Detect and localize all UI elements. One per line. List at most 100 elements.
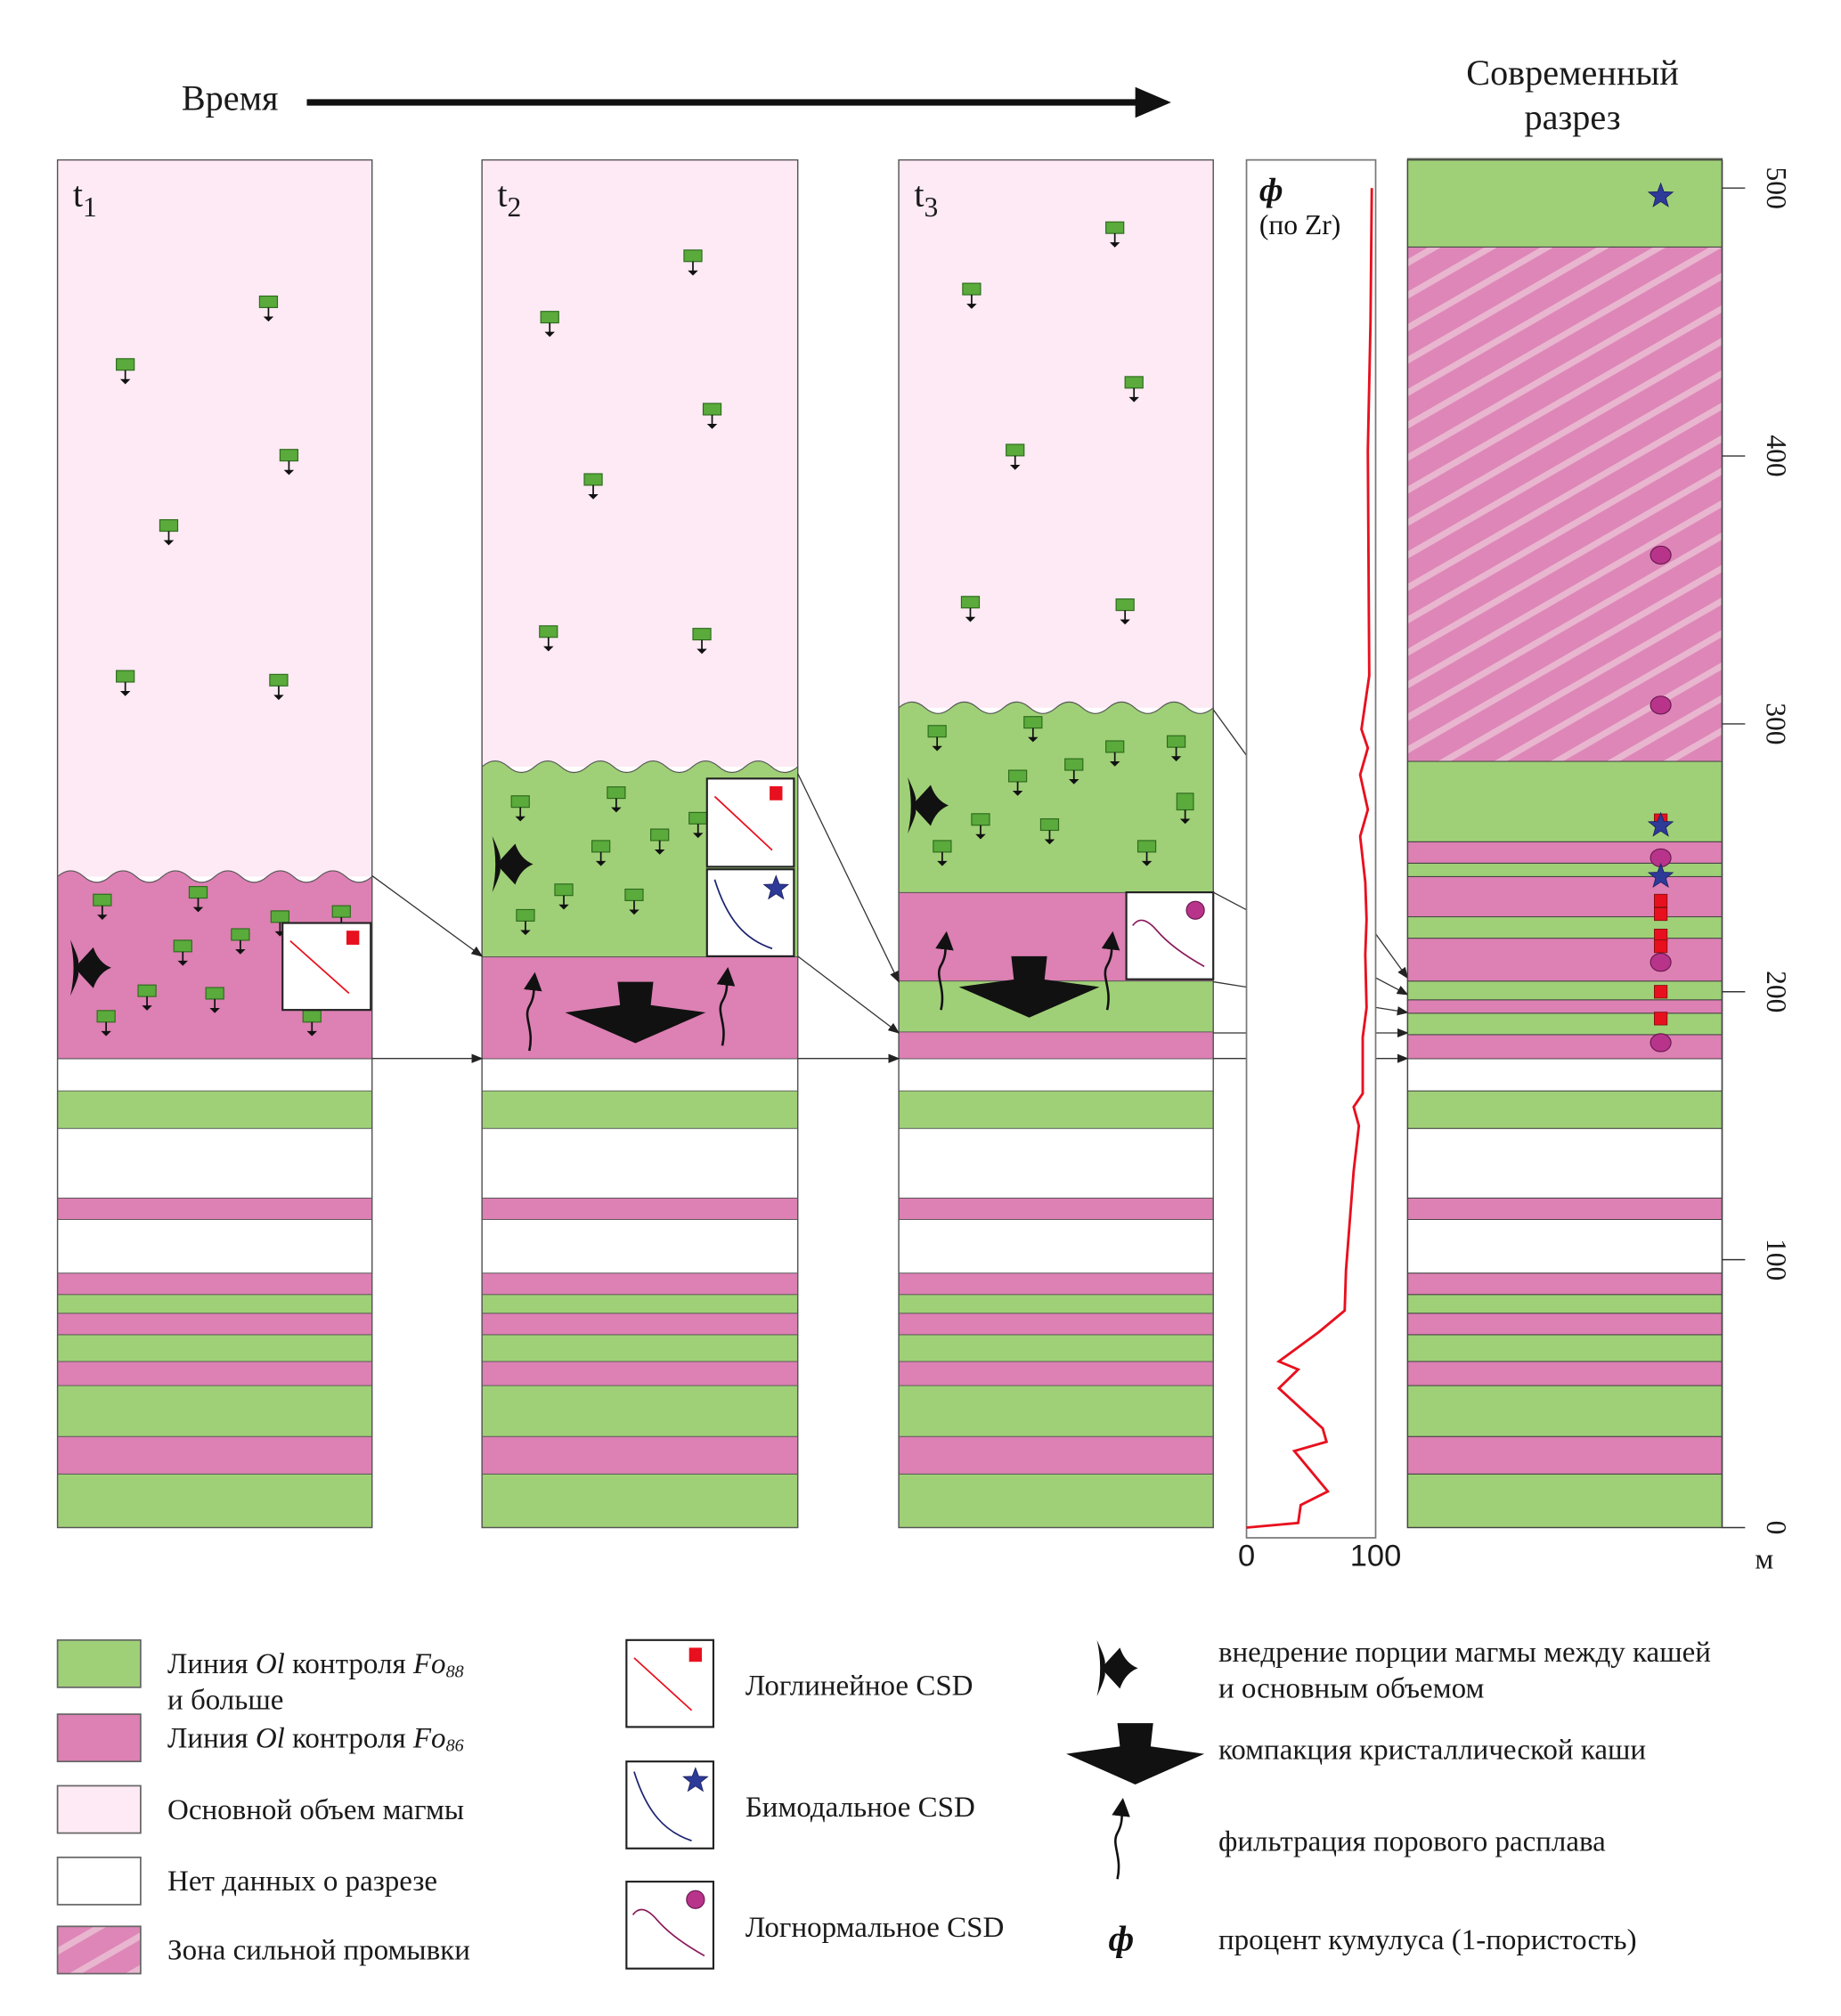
legend-process-label: компакция кристаллической каши	[1218, 1734, 1646, 1766]
olivine-crystal-icon	[591, 840, 611, 866]
settling-arrow-icon	[629, 909, 639, 915]
phi-subtitle: (по Zr)	[1259, 209, 1340, 240]
layer-hatch	[1406, 246, 1723, 762]
settling-arrow-icon	[937, 860, 948, 866]
crystal-body	[583, 473, 603, 486]
olivine-crystal-icon	[607, 786, 626, 813]
modern-title: Современный	[1466, 53, 1679, 93]
layer-pink	[57, 1435, 373, 1475]
stage-label: t2	[497, 174, 521, 222]
legend-csd-label: Бимодальное CSD	[745, 1792, 975, 1824]
settling-arrow-icon	[520, 930, 531, 936]
settling-arrow-icon	[119, 691, 131, 696]
layer-main-magma	[899, 159, 1214, 708]
settling-arrow-icon	[1009, 464, 1021, 470]
olivine-crystal-icon	[516, 908, 535, 936]
layer-white	[481, 1219, 799, 1274]
layer-pink	[898, 1361, 1214, 1386]
csd-inset-circle	[625, 1881, 715, 1970]
settling-arrow-icon	[273, 695, 284, 701]
stage-label-t: t	[497, 174, 507, 214]
settling-arrow-icon	[696, 648, 707, 654]
olivine-crystal-icon	[96, 1010, 116, 1036]
magenta-circle-icon	[1185, 900, 1205, 920]
depth-tick-label: 300	[1761, 703, 1792, 744]
layer-green	[898, 1334, 1214, 1362]
magenta-circle-icon	[686, 1890, 705, 1909]
layer-pink	[1406, 1197, 1723, 1221]
layer-pink	[481, 1198, 799, 1220]
correlation-arrow	[797, 773, 900, 983]
olivine-crystal-icon	[1176, 793, 1194, 825]
settling-arrow-icon	[558, 904, 569, 910]
olivine-crystal-icon	[1007, 769, 1028, 796]
olivine-crystal-icon	[116, 358, 135, 385]
depth-tick-label: 100	[1761, 1239, 1792, 1280]
column-frame	[898, 159, 1214, 1529]
settling-arrow-icon	[588, 493, 599, 500]
crystal-body	[1124, 376, 1144, 389]
phi-axis-max: 100	[1350, 1540, 1401, 1573]
csd-curve	[633, 1657, 693, 1711]
crystal-body	[258, 295, 279, 308]
crystal-body	[116, 670, 135, 683]
layer-pink-wavy	[57, 870, 373, 1060]
csd-inset-star	[625, 1760, 715, 1849]
csd-frame	[1125, 891, 1215, 980]
olivine-crystal-icon	[539, 625, 558, 652]
layer-white	[898, 1058, 1214, 1092]
settling-arrow-icon	[1069, 779, 1079, 784]
depth-tick-label: 400	[1761, 435, 1792, 476]
csd-curve	[713, 795, 773, 851]
legend-label: Линия Ol контроля Fo88	[167, 1648, 464, 1681]
crystal-body	[591, 840, 611, 853]
csd-curve	[631, 1908, 705, 1957]
settling-arrow-icon	[283, 469, 295, 476]
crystal-body	[331, 905, 351, 918]
legend-label-fo: Fo	[412, 1722, 446, 1754]
phi-curve	[1246, 188, 1373, 1529]
olivine-crystal-icon	[510, 795, 530, 822]
olivine-crystal-icon	[258, 295, 279, 322]
legend-label-ol: Ol	[256, 1722, 285, 1754]
layer-green	[1406, 1334, 1723, 1362]
crystal-body	[159, 519, 179, 532]
layer-pink	[481, 1435, 799, 1475]
layer-green	[481, 1473, 799, 1528]
crystal-body	[173, 939, 192, 953]
crystal-body	[1006, 443, 1025, 457]
crystal-body	[927, 725, 947, 738]
legend-swatch-white	[56, 1856, 142, 1906]
crystal-body	[650, 828, 670, 841]
layer-pink	[481, 1313, 799, 1336]
olivine-crystal-icon	[1136, 840, 1157, 866]
settling-arrow-icon	[1109, 242, 1120, 248]
compaction-arrow-icon	[958, 955, 1100, 1018]
stage-label-sub: 2	[508, 191, 522, 223]
layer-pink	[1406, 1361, 1723, 1386]
layer-green	[57, 1473, 373, 1528]
legend-csd-label: Логлинейное CSD	[745, 1671, 973, 1703]
csd-curve	[633, 1771, 692, 1841]
settling-arrow-icon	[706, 424, 718, 429]
crystal-body	[933, 840, 952, 853]
melt-filtration-arrow-icon	[1101, 931, 1120, 1011]
layer-pink	[1406, 841, 1723, 864]
layer-green	[1406, 1294, 1723, 1314]
crystal-body	[1176, 793, 1194, 811]
settling-arrow-icon	[209, 1008, 220, 1013]
layer-white	[57, 1219, 373, 1274]
csd-inset-circle	[1125, 891, 1215, 980]
magenta-circle-icon	[1650, 953, 1672, 972]
olivine-crystal-icon	[1006, 443, 1025, 470]
settling-arrow-icon	[1012, 790, 1023, 796]
layer-green	[481, 1090, 799, 1129]
layer-pink	[1406, 1313, 1723, 1336]
crystal-body	[137, 984, 157, 997]
csd-inset-square	[625, 1638, 715, 1728]
crystal-body	[1023, 716, 1043, 729]
crystal-body	[1039, 817, 1060, 832]
